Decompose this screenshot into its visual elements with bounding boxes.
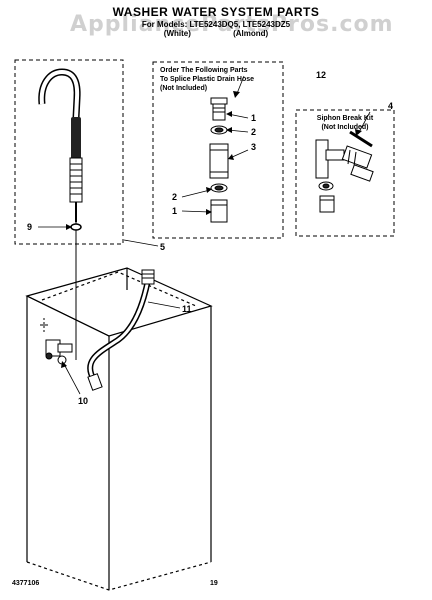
siphon-break-kit-box	[295, 109, 395, 237]
splice-note-line-3: (Not Included)	[160, 85, 208, 92]
callout-5: 5	[160, 242, 165, 252]
arrowheads	[61, 91, 362, 368]
callout-9: 9	[27, 222, 32, 232]
drain-hose-group-box	[14, 59, 124, 245]
callout-1-bottom: 1	[172, 206, 177, 216]
callout-11: 11	[182, 304, 192, 314]
document-number: 4377106	[12, 580, 40, 587]
model-colors: (White) (Almond)	[163, 28, 269, 38]
callout-1-top: 1	[251, 113, 256, 123]
page-header: WASHER WATER SYSTEM PARTS For Models: LT…	[0, 5, 432, 38]
drain-hose	[38, 68, 83, 360]
page-title: WASHER WATER SYSTEM PARTS	[112, 5, 320, 19]
siphon-note-line-1: Siphon Break Kit	[316, 115, 374, 122]
siphon-note-line-2: (Not Included)	[321, 124, 369, 131]
callout-2-bottom: 2	[172, 192, 177, 202]
watermark: AppliancePartsPros.com	[70, 12, 394, 37]
callout-3: 3	[251, 142, 256, 152]
leader-lines	[38, 75, 371, 395]
callout-2-top: 2	[251, 127, 256, 137]
siphon-break-kit-parts	[315, 130, 374, 213]
model-numbers: For Models: LTE5243DQ5, LTE5243DZ5	[141, 19, 291, 29]
splice-note: Order The Following Parts To Splice Plas…	[160, 66, 254, 93]
splice-parts-box	[152, 61, 284, 239]
callout-4: 4	[388, 101, 393, 111]
siphon-note: Siphon Break Kit (Not Included)	[302, 114, 388, 132]
callout-10: 10	[78, 396, 88, 406]
inlet-hose	[87, 269, 155, 391]
splice-note-line-1: Order The Following Parts	[160, 67, 248, 74]
splice-parts	[209, 97, 229, 223]
washer-cabinet	[25, 267, 213, 591]
splice-note-line-2: To Splice Plastic Drain Hose	[160, 76, 255, 83]
hose-clamp	[70, 223, 82, 231]
callout-12: 12	[316, 70, 326, 80]
page-number: 19	[210, 580, 218, 587]
water-valve	[40, 318, 73, 365]
